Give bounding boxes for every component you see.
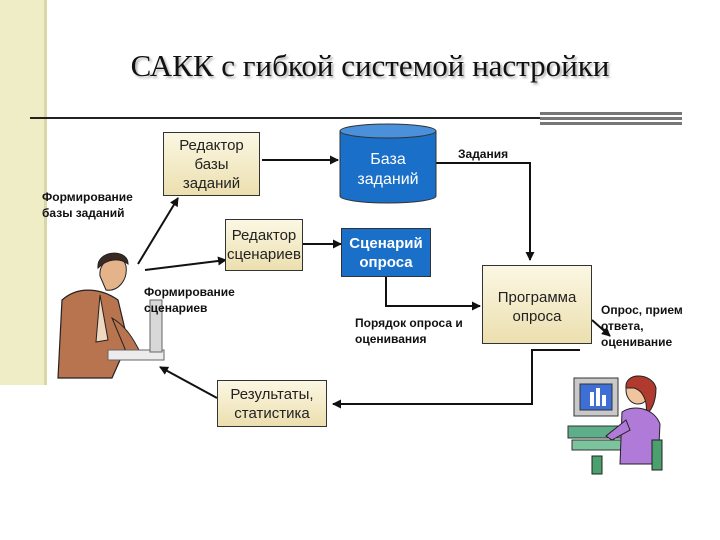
arrow-db-to-program: [436, 162, 535, 261]
arrow-results-to-teacher: [159, 366, 218, 399]
results-text: Результаты, статистика: [230, 385, 314, 422]
decorative-stripes: [540, 112, 682, 126]
survey-label: Опрос, прием ответа, оценивание: [601, 303, 683, 349]
title-divider: [30, 117, 540, 119]
scenario-box: Сценарий опроса: [341, 228, 431, 277]
arrow-scenario-to-program: [385, 277, 481, 311]
arrow-to-results: [332, 349, 580, 409]
teacher-clipart: [57, 252, 165, 379]
form-scenarios-label: Формирование сценариев: [144, 285, 235, 315]
program-box: Программа опроса: [482, 265, 592, 344]
left-sidebar-edge: [44, 0, 47, 385]
left-sidebar-band: [0, 0, 47, 385]
editor-scenarios-text: Редактор сценариев: [227, 227, 301, 263]
page-title: САКК с гибкой системой настройки: [130, 48, 610, 83]
student-clipart: [567, 375, 663, 475]
tasks-label: Задания: [458, 147, 509, 161]
arrow-program-to-user: [591, 319, 611, 337]
database-cylinder: [339, 123, 437, 204]
form-db-label: Формирование базы заданий: [42, 190, 133, 220]
database-text: База заданий: [357, 151, 419, 188]
order-label: Порядок опроса и оценивания: [355, 316, 463, 346]
editor-task-db-box: Редактор базы заданий: [163, 132, 260, 196]
arrow-to-editor-scen: [144, 256, 227, 271]
program-text: Программа опроса: [497, 289, 577, 325]
database-text-wrap: База заданий: [340, 142, 436, 198]
arrow-to-editor-db: [137, 197, 179, 265]
editor-task-db-text: Редактор базы заданий: [179, 136, 244, 192]
results-box: Результаты, статистика: [217, 380, 327, 427]
scenario-text: Сценарий опроса: [349, 234, 423, 271]
editor-scenarios-box: Редактор сценариев: [225, 219, 303, 271]
